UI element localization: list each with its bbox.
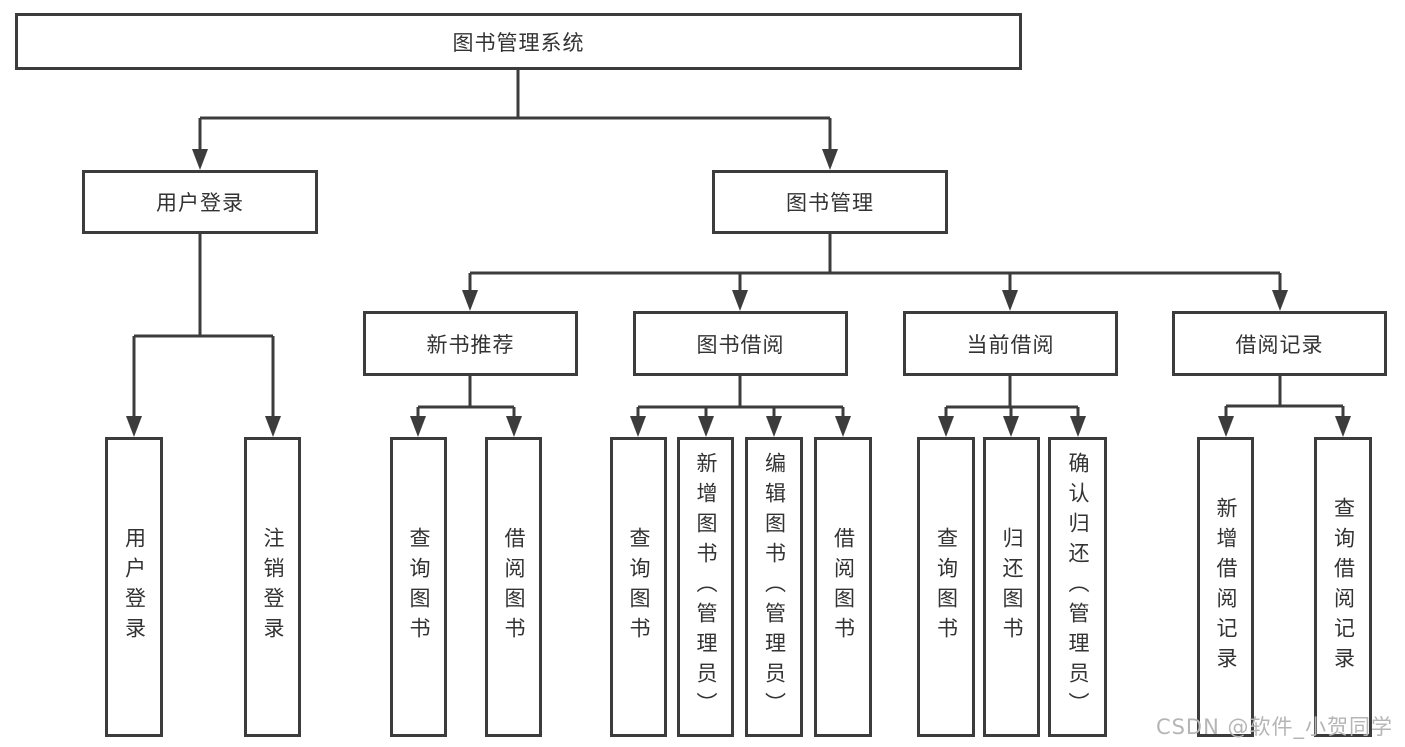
leaf-query-book-current: 查询图书	[917, 437, 975, 737]
leaf-confirm-return-admin: 确认归还（管理员）	[1048, 437, 1107, 737]
leaf-borrow-book: 借阅图书	[814, 437, 872, 737]
node-new-book-recommend: 新书推荐	[363, 311, 578, 376]
leaf-query-book-borrow: 查询图书	[610, 437, 667, 737]
leaf-edit-book-admin: 编辑图书（管理员）	[745, 437, 803, 737]
leaf-query-borrow-record: 查询借阅记录	[1314, 437, 1372, 737]
node-root-library-system: 图书管理系统	[15, 13, 1022, 70]
leaf-query-book-recommend: 查询图书	[390, 437, 447, 737]
leaf-logout: 注销登录	[244, 437, 301, 737]
leaf-borrow-book-recommend: 借阅图书	[485, 437, 542, 737]
node-current-borrow: 当前借阅	[903, 311, 1118, 376]
node-user-login: 用户登录	[82, 170, 318, 234]
node-book-borrow: 图书借阅	[633, 311, 848, 376]
node-book-management: 图书管理	[712, 170, 948, 234]
leaf-add-book-admin: 新增图书（管理员）	[677, 437, 734, 737]
leaf-return-book: 归还图书	[983, 437, 1040, 737]
leaf-user-login: 用户登录	[105, 437, 163, 737]
node-borrow-record: 借阅记录	[1172, 311, 1387, 376]
leaf-add-borrow-record: 新增借阅记录	[1197, 437, 1254, 737]
